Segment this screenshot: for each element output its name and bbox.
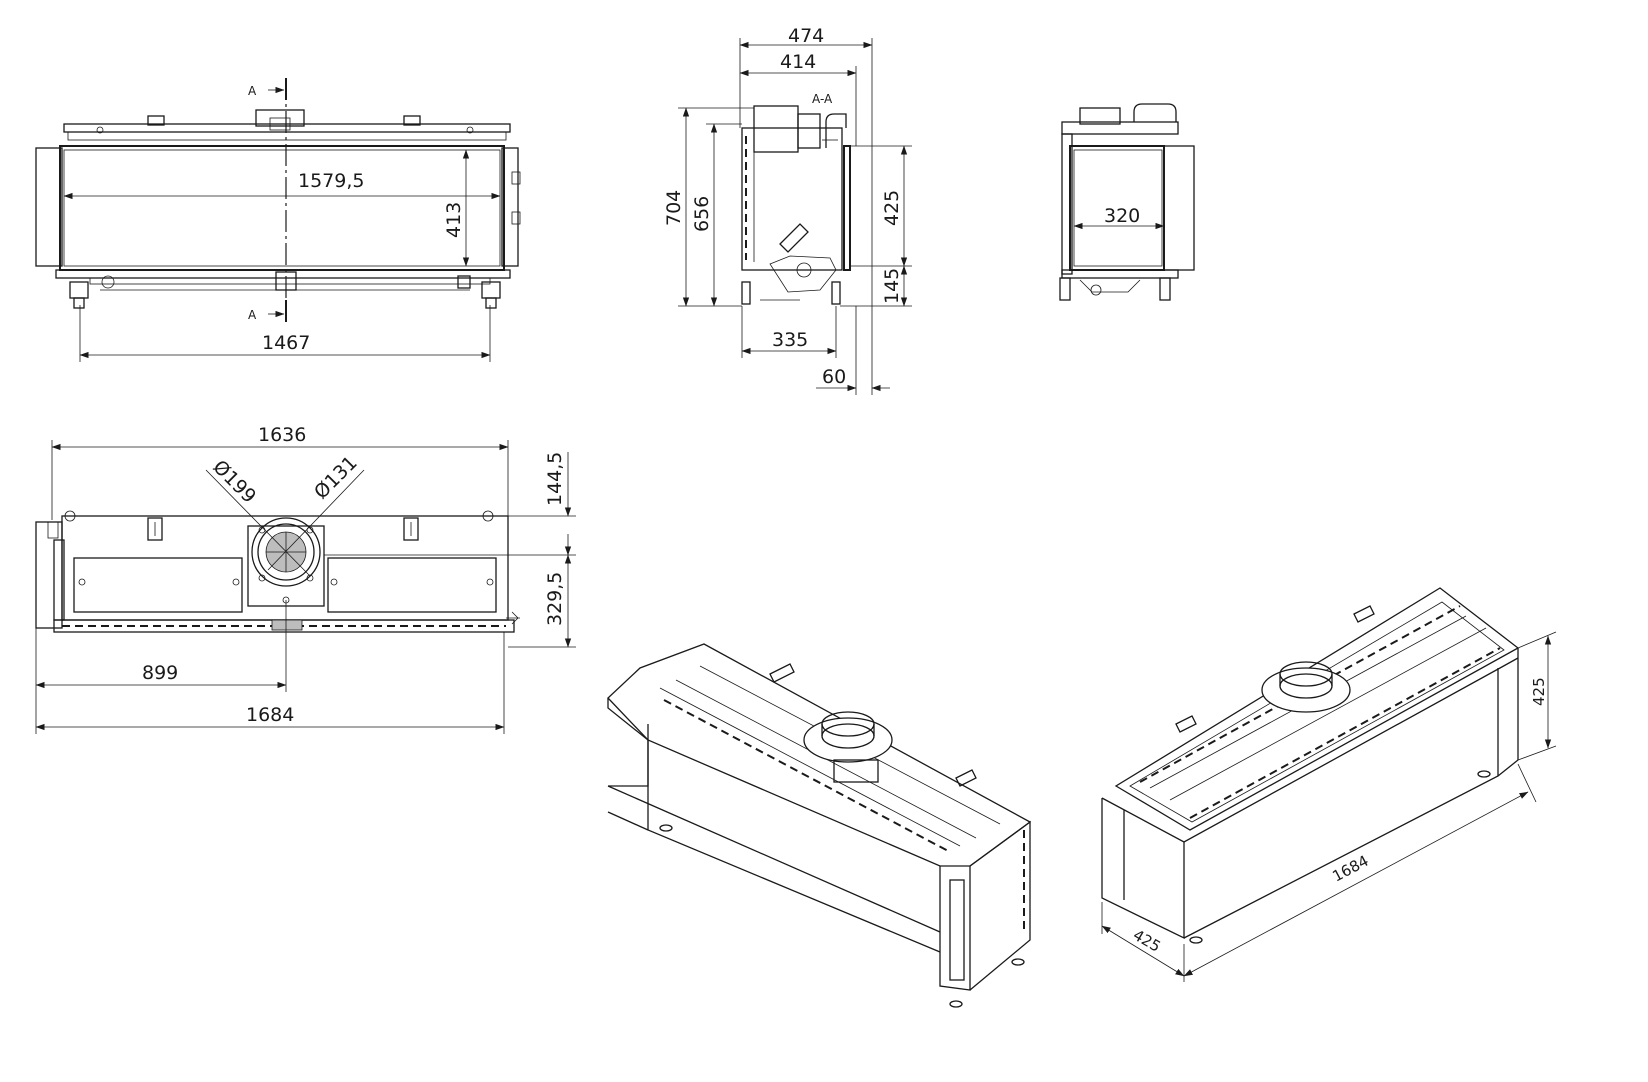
dim-feet-depth: 335 — [772, 329, 808, 351]
dim-offset: 60 — [822, 366, 846, 388]
section-title: A-A — [812, 92, 833, 106]
dim-flue-to-back: 144,5 — [544, 452, 566, 506]
dim-flue-center: 899 — [142, 662, 178, 684]
dim-overall-depth: 474 — [788, 25, 824, 47]
dim-opening-height: 425 — [881, 190, 903, 226]
dim-flue-outer: Ø199 — [208, 456, 260, 508]
dim-iso-depth: 425 — [1130, 926, 1164, 956]
dim-flue-to-front: 329,5 — [544, 572, 566, 626]
dim-inner-width: 1579,5 — [298, 170, 364, 192]
section-view: A-A 474 414 704 656 — [663, 25, 912, 395]
top-view: Ø199 Ø131 1636 144,5 329,5 899 1684 — [35, 424, 576, 734]
dim-overall-width: 1636 — [258, 424, 306, 446]
dim-total-width: 1684 — [246, 704, 294, 726]
front-view: A A 1579,5 413 1467 — [35, 78, 521, 362]
dim-flue-inner: Ø131 — [310, 452, 362, 504]
iso-view-left — [607, 643, 1032, 1008]
section-marker-top: A — [248, 84, 257, 98]
side-view: 320 — [1059, 103, 1195, 301]
dim-depth-414: 414 — [780, 51, 816, 73]
dim-iso-height: 425 — [1530, 677, 1548, 706]
dim-iso-length: 1684 — [1329, 852, 1371, 886]
iso-view-right: 425 1684 425 — [1101, 587, 1557, 982]
dim-inner-height: 413 — [443, 202, 465, 238]
dim-overall-height: 704 — [663, 190, 685, 226]
dim-height-656: 656 — [691, 196, 713, 232]
dim-glass-depth: 320 — [1104, 205, 1140, 227]
section-marker-bottom: A — [248, 308, 257, 322]
dim-base-height: 145 — [881, 268, 903, 304]
dim-feet-spacing: 1467 — [262, 332, 310, 354]
